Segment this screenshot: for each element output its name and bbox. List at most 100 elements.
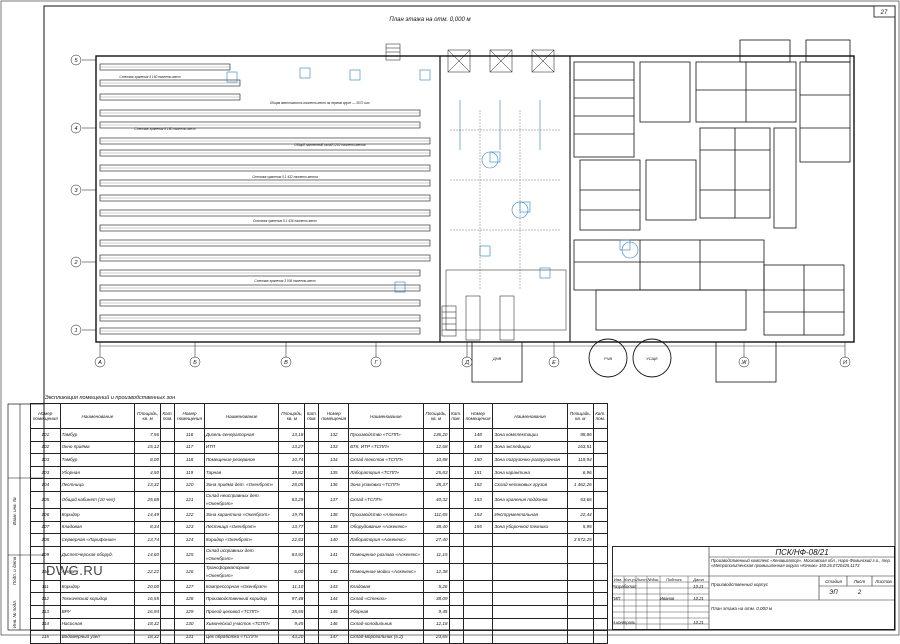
room-number: 115 bbox=[30, 630, 61, 644]
room-category bbox=[592, 545, 609, 564]
room-number: 127 bbox=[174, 579, 205, 594]
room-category bbox=[160, 490, 176, 509]
room-category bbox=[160, 533, 176, 547]
header-cell: Изм. bbox=[613, 577, 623, 582]
sheet-value: 2 bbox=[857, 590, 862, 596]
room-name bbox=[492, 592, 568, 606]
room-name: Уборная bbox=[59, 465, 136, 480]
room-name: Оборудование «Алкекекс» bbox=[348, 520, 424, 535]
room-area: 15,12 bbox=[134, 440, 162, 455]
room-category bbox=[304, 490, 320, 509]
room-category bbox=[448, 630, 464, 644]
room-area: 11,15 bbox=[422, 545, 450, 564]
column-header-area: Площадь, кв. м bbox=[566, 403, 594, 429]
column-header-room-no: Номер помещения bbox=[30, 403, 61, 429]
column-header-category: Кат. пом. bbox=[304, 403, 320, 429]
stamp-label: Подп. и дата bbox=[12, 556, 17, 585]
plan-label: Общий паллетный склад 2202 паллето-места bbox=[294, 143, 365, 147]
column-axis-label: Б bbox=[193, 360, 197, 366]
room-area: 12,18 bbox=[422, 617, 450, 632]
room-area: 5,26 bbox=[422, 579, 450, 594]
room-area bbox=[566, 617, 594, 632]
room-category bbox=[160, 465, 176, 480]
column-axes bbox=[94, 342, 851, 368]
room-number bbox=[462, 562, 494, 581]
room-number: 128 bbox=[174, 592, 205, 606]
room-number: 118 bbox=[174, 453, 205, 467]
room-category bbox=[160, 440, 176, 455]
room-category bbox=[160, 507, 176, 522]
column-header-category: Кат. пом. bbox=[592, 403, 609, 429]
room-category bbox=[448, 545, 464, 564]
room-category bbox=[160, 453, 176, 467]
plan-label: Общая вместимость паллето-мест на первом… bbox=[270, 101, 371, 105]
row-axis-label: 4 bbox=[74, 126, 77, 132]
room-category bbox=[304, 428, 320, 442]
room-category bbox=[160, 579, 176, 594]
room-name bbox=[492, 630, 568, 644]
room-name: Общий кабинет (10 чел) bbox=[59, 490, 136, 509]
room-area: 16,55 bbox=[134, 592, 162, 606]
room-area: 13,18 bbox=[278, 428, 306, 442]
room-name: Химический участок «ТСПП» bbox=[203, 617, 280, 632]
doc-code: ПСК/НФ-08/21 bbox=[775, 548, 829, 557]
room-name: Зона карантина «Окенбрэт» bbox=[203, 507, 280, 522]
room-category bbox=[304, 533, 320, 547]
room-name: Аккум. bbox=[59, 562, 136, 581]
column-axis-label: Е bbox=[552, 360, 556, 366]
room-area: 22,22 bbox=[134, 562, 162, 581]
room-area bbox=[566, 592, 594, 606]
room-number: 139 bbox=[318, 520, 350, 535]
room-number: 146 bbox=[318, 617, 350, 632]
room-name: Зона погрузочно-разгрузочная bbox=[492, 453, 568, 467]
room-number: 101 bbox=[30, 428, 61, 442]
room-name: Дизель-генераторная bbox=[203, 428, 280, 442]
sheet-label: Лист bbox=[853, 579, 866, 584]
room-category bbox=[304, 440, 320, 455]
room-category bbox=[592, 465, 609, 480]
room-area: 25,83 bbox=[422, 465, 450, 480]
room-category bbox=[304, 465, 320, 480]
room-name: Коридор bbox=[59, 507, 136, 522]
room-name: ИТП bbox=[203, 440, 280, 455]
header-cell: Дата bbox=[693, 577, 704, 582]
room-category bbox=[592, 562, 609, 581]
room-number: 133 bbox=[318, 440, 350, 455]
room-category bbox=[592, 579, 609, 594]
column-header-area: Площадь, кв. м bbox=[422, 403, 450, 429]
room-category bbox=[160, 604, 176, 619]
room-number: 125 bbox=[174, 545, 205, 564]
room-number: 148 bbox=[462, 428, 494, 442]
column-header-name: Наименование bbox=[348, 403, 424, 429]
room-category bbox=[592, 604, 609, 619]
room-area: 98,86 bbox=[566, 428, 594, 442]
column-axis-label: И bbox=[843, 360, 847, 366]
header-cell: Лист bbox=[636, 577, 647, 582]
room-category bbox=[160, 562, 176, 581]
room-name: Склад непиковых грузов bbox=[492, 478, 568, 492]
role-title: ГИП bbox=[612, 596, 621, 601]
room-number: 106 bbox=[30, 507, 61, 522]
room-name: Трансформаторная «Окенбрэт» bbox=[203, 562, 280, 581]
room-area: 7,56 bbox=[134, 428, 162, 442]
room-number: 143 bbox=[318, 579, 350, 594]
room-name: Коридор «Окенбрэт» bbox=[203, 533, 280, 547]
stamp-label: Взам. инв. № bbox=[12, 497, 17, 525]
column-header-area: Площадь, кв. м bbox=[278, 403, 306, 429]
room-area bbox=[566, 579, 594, 594]
room-category bbox=[304, 507, 320, 522]
room-category bbox=[592, 440, 609, 455]
room-number: 141 bbox=[318, 545, 350, 564]
room-category bbox=[448, 453, 464, 467]
floor-plan bbox=[95, 39, 855, 383]
column-axis-label: В bbox=[284, 360, 288, 366]
header-cell: №док. bbox=[647, 577, 660, 582]
room-area: 12,38 bbox=[422, 562, 450, 581]
room-name: Насосная bbox=[59, 617, 136, 632]
room-area: 35,55 bbox=[278, 604, 306, 619]
header-cell: Кол.уч bbox=[624, 577, 636, 582]
room-name: БТК, ИТР «ТСПП» bbox=[348, 440, 424, 455]
tank-label: РЧВ bbox=[604, 356, 612, 361]
